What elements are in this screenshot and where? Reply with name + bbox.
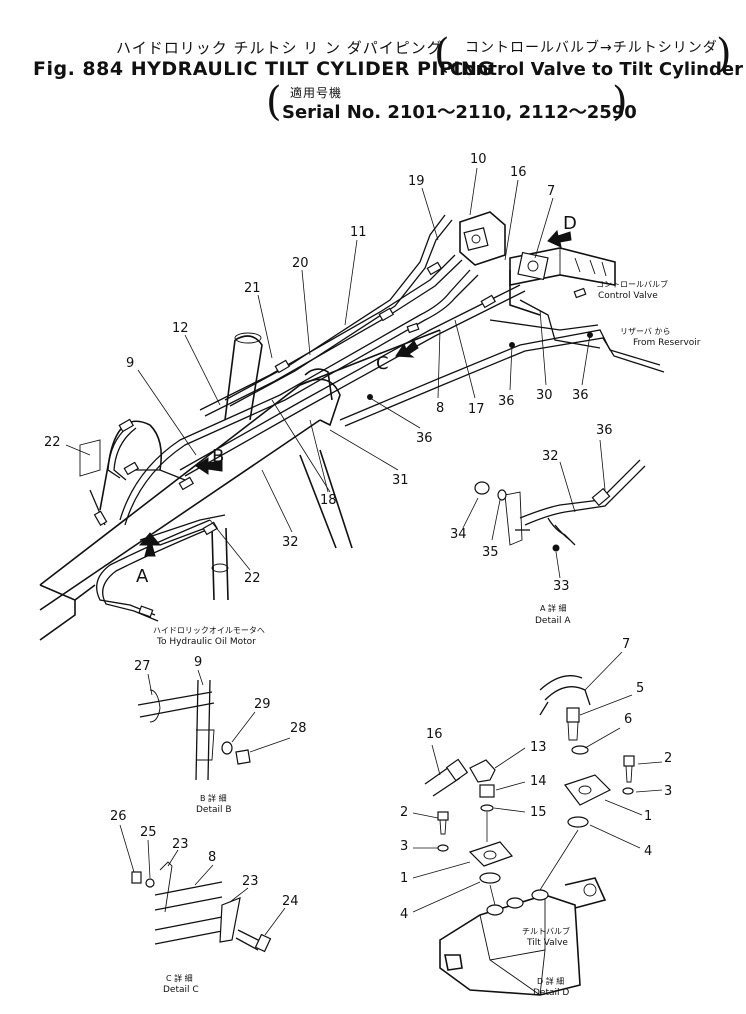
callout-13: 13 (530, 740, 547, 755)
control-valve-label: Control Valve (598, 291, 658, 301)
callout-36-a: 36 (498, 394, 515, 409)
callout-2-right: 2 (664, 751, 673, 766)
callout-8-detail-c: 8 (208, 850, 217, 865)
subtitle-english: Control Valve to Tilt Cylinder (450, 59, 743, 80)
hydraulic-pipe-bundle (79, 214, 665, 622)
callout-19: 19 (408, 174, 425, 189)
detail-c-caption-jp: C 詳 細 (166, 974, 193, 983)
callout-10: 10 (470, 152, 487, 167)
reservoir-label: From Reservoir (633, 338, 701, 348)
paren-open-2: ( (266, 79, 282, 125)
figure-title: Fig. 884 HYDRAULIC TILT CYLIDER PIPING (33, 58, 494, 80)
control-valve-label-jp: コントロールバルブ (596, 280, 668, 289)
callout-36-detail-a: 36 (596, 423, 613, 438)
callout-22: 22 (44, 435, 61, 450)
serial-label-japanese: 適用号機 (290, 86, 343, 100)
view-letter-d: D (563, 213, 577, 234)
callout-26: 26 (110, 809, 127, 824)
callout-28: 28 (290, 721, 307, 736)
callout-2-left: 2 (400, 805, 409, 820)
callout-20: 20 (292, 256, 309, 271)
paren-close-1: ) (716, 31, 732, 77)
callout-23-a: 23 (172, 837, 189, 852)
paren-open-1: ( (434, 31, 450, 77)
detail-b-caption-jp: B 詳 細 (200, 794, 227, 803)
callout-5: 5 (636, 681, 645, 696)
callout-36-b: 36 (572, 388, 589, 403)
callout-33: 33 (553, 579, 570, 594)
subtitle-japanese: コントロールバルブ→チルトシリンダ (465, 40, 718, 56)
view-letter-b: B (212, 446, 225, 467)
detail-b-drawing (137, 679, 251, 781)
detail-a-caption-jp: A 詳 細 (540, 604, 567, 613)
callout-3-left: 3 (400, 839, 409, 854)
callout-17: 17 (468, 402, 485, 417)
callout-leaders (65, 167, 663, 936)
callout-36-c: 36 (416, 431, 433, 446)
view-letter-c: C (376, 353, 389, 374)
oil-motor-label-jp: ハイドロリックオイルモータへ (153, 626, 265, 635)
detail-c-drawing (131, 861, 272, 953)
callout-32: 32 (282, 535, 299, 550)
callout-16-detail-d: 16 (426, 727, 443, 742)
detail-d-drawing (424, 675, 635, 996)
tilt-valve-label-jp: チルトバルブ (522, 927, 570, 936)
view-letter-a: A (136, 566, 149, 587)
callout-25: 25 (140, 825, 157, 840)
callout-7-detail-d: 7 (622, 637, 631, 652)
tilt-valve-label: Tilt Valve (527, 938, 568, 948)
callout-21: 21 (244, 281, 261, 296)
reservoir-label-jp: リザーバ から (620, 327, 671, 336)
callout-1-left: 1 (400, 871, 409, 886)
callout-18: 18 (320, 493, 337, 508)
callout-9-detail-b: 9 (194, 655, 203, 670)
callout-4-right: 4 (644, 844, 653, 859)
detail-b-caption: Detail B (196, 805, 232, 815)
serial-range: Serial No. 2101～2110, 2112～2590 (282, 102, 637, 123)
callout-32-detail-a: 32 (542, 449, 559, 464)
detail-a-caption: Detail A (535, 616, 571, 626)
callout-6: 6 (624, 712, 633, 727)
callout-27: 27 (134, 659, 151, 674)
callout-14: 14 (530, 774, 547, 789)
callout-11: 11 (350, 225, 367, 240)
callout-24: 24 (282, 894, 299, 909)
title-japanese: ハイドロリック チルトシ リ ン ダパイピング (116, 39, 443, 57)
callout-31: 31 (392, 473, 409, 488)
view-arrows (138, 229, 572, 557)
main-frame-body (39, 329, 441, 641)
tilt-valve-upper (459, 211, 506, 266)
detail-a-drawing (474, 459, 646, 552)
callout-23-b: 23 (242, 874, 259, 889)
callout-35: 35 (482, 545, 499, 560)
callout-8: 8 (436, 401, 445, 416)
paren-close-2: ) (612, 79, 628, 125)
detail-d-caption-jp: D 詳 細 (537, 977, 565, 986)
oil-motor-label: To Hydraulic Oil Motor (157, 637, 256, 647)
callout-4-left: 4 (400, 907, 409, 922)
callout-34: 34 (450, 527, 467, 542)
callout-7: 7 (547, 184, 556, 199)
callout-29: 29 (254, 697, 271, 712)
callout-12: 12 (172, 321, 189, 336)
callout-1-right: 1 (644, 809, 653, 824)
callout-9: 9 (126, 356, 135, 371)
callout-3-right: 3 (664, 784, 673, 799)
detail-d-caption: Detail D (533, 988, 570, 998)
callout-22-b: 22 (244, 571, 261, 586)
callout-16: 16 (510, 165, 527, 180)
detail-c-caption: Detail C (163, 985, 199, 995)
callout-30: 30 (536, 388, 553, 403)
callout-15: 15 (530, 805, 547, 820)
control-valve-block (509, 247, 616, 316)
